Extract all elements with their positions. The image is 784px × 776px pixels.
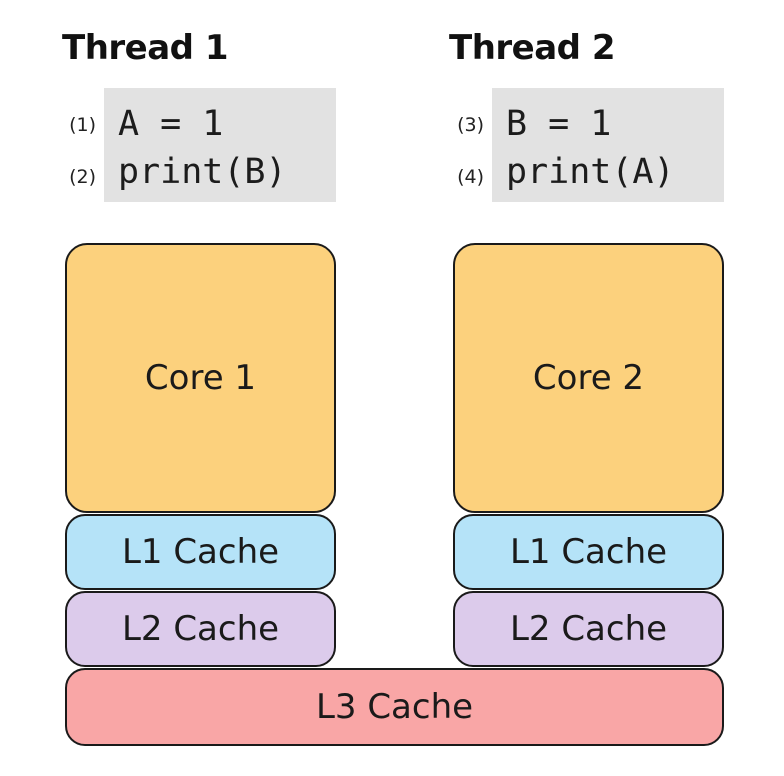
core-1-l2-cache-block: L2 Cache	[65, 591, 336, 667]
core-2-l2-cache-label: L2 Cache	[509, 609, 668, 649]
code-line-4: print(A)	[506, 152, 675, 192]
core-2-l1-cache-block: L1 Cache	[453, 514, 724, 590]
shared-l3-cache-block: L3 Cache	[65, 668, 724, 746]
thread-2-title: Thread 2	[449, 28, 616, 68]
code-line-3: B = 1	[506, 104, 612, 144]
l3-cache-label: L3 Cache	[315, 687, 474, 727]
core-1-label: Core 1	[144, 358, 257, 398]
line-number-1: (1)	[69, 114, 96, 136]
line-number-4: (4)	[457, 166, 484, 188]
line-number-2: (2)	[69, 166, 96, 188]
core-1-block: Core 1	[65, 243, 336, 513]
core-1-l1-cache-block: L1 Cache	[65, 514, 336, 590]
thread-2-code-block: B = 1 print(A)	[492, 88, 724, 202]
thread-1-code-block: A = 1 print(B)	[104, 88, 336, 202]
line-number-3: (3)	[457, 114, 484, 136]
thread-1-title: Thread 1	[62, 28, 229, 68]
core-1-l2-cache-label: L2 Cache	[121, 609, 280, 649]
core-2-block: Core 2	[453, 243, 724, 513]
core-2-l2-cache-block: L2 Cache	[453, 591, 724, 667]
core-2-l1-cache-label: L1 Cache	[509, 532, 668, 572]
core-2-label: Core 2	[532, 358, 645, 398]
core-1-l1-cache-label: L1 Cache	[121, 532, 280, 572]
code-line-1: A = 1	[118, 104, 224, 144]
code-line-2: print(B)	[118, 152, 287, 192]
